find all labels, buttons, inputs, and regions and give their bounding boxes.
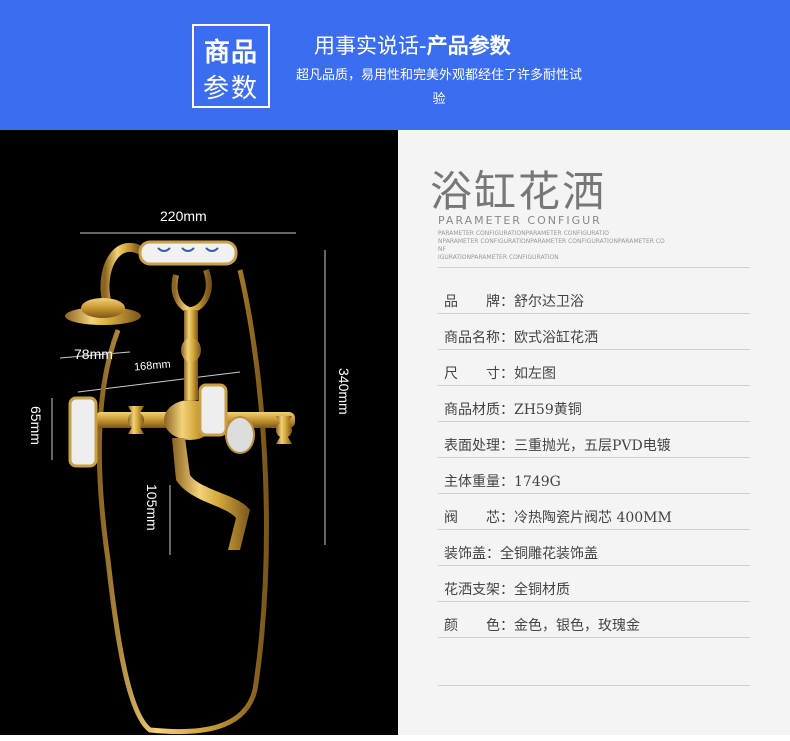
- dim-head: 78mm: [74, 346, 113, 362]
- section-badge: 商品 参数: [192, 24, 270, 108]
- left-handle-hub: [128, 412, 144, 428]
- ceramic-pattern: [157, 247, 219, 252]
- param-value: 冷热陶瓷片阀芯 400MM: [514, 510, 672, 526]
- dim-width: 220mm: [160, 208, 207, 224]
- param-row-finish: 表面处理：三重抛光，五层PVD电镀: [444, 435, 671, 455]
- param-value: 欧式浴缸花洒: [514, 330, 598, 346]
- param-value: 全铜材质: [514, 582, 570, 598]
- param-title: 浴缸花洒: [430, 167, 607, 216]
- param-row-color: 颜 色：金色，银色，玫瑰金: [444, 615, 640, 635]
- handset-neck: [100, 243, 143, 316]
- divider: [438, 685, 750, 686]
- param-value: 金色，银色，玫瑰金: [514, 618, 640, 634]
- param-value: 全铜雕花装饰盖: [500, 546, 598, 562]
- param-value: 舒尔达卫浴: [514, 294, 584, 310]
- param-row-name: 商品名称：欧式浴缸花洒: [444, 327, 598, 347]
- param-label: 品 牌：: [444, 294, 514, 310]
- param-row-weight: 主体重量：1749G: [444, 471, 561, 491]
- riser-knob: [181, 338, 201, 362]
- shower-head-top: [81, 298, 125, 318]
- param-label: 表面处理：: [444, 438, 514, 454]
- param-row-size: 尺 寸：如左图: [444, 363, 556, 383]
- param-small-text: PARAMETER CONFIGURATIONPARAMETER CONFIGU…: [438, 230, 665, 261]
- param-label: 主体重量：: [444, 474, 514, 490]
- divider: [438, 493, 750, 494]
- banner-title: 用事实说话-产品参数: [314, 30, 511, 60]
- param-label: 阀 芯：: [444, 510, 514, 526]
- param-label: 装饰盖：: [444, 546, 500, 562]
- banner-title-bold: 产品参数: [426, 34, 511, 58]
- param-row-valve: 阀 芯：冷热陶瓷片阀芯 400MM: [444, 507, 672, 527]
- banner-subtitle: 超凡品质，易用性和完美外观都经住了许多耐性试验: [295, 68, 582, 107]
- left-wall-flange: [68, 396, 98, 468]
- divider: [438, 349, 750, 350]
- divider: [438, 565, 750, 566]
- dim-handle: 65mm: [28, 406, 44, 445]
- param-label: 尺 寸：: [444, 366, 514, 382]
- shower-hose: [96, 269, 269, 735]
- badge-line-1: 商品: [203, 38, 258, 68]
- param-label: 商品材质：: [444, 402, 514, 418]
- crystal-handle: [225, 416, 255, 454]
- divider: [438, 529, 750, 530]
- divider: [438, 313, 750, 314]
- param-row-cover: 装饰盖：全铜雕花装饰盖: [444, 543, 598, 563]
- param-value: 如左图: [514, 366, 556, 382]
- param-subtitle-en: PARAMETER CONFIGUR: [438, 214, 602, 227]
- header-banner: 商品 参数 用事实说话-产品参数 超凡品质，易用性和完美外观都经住了许多耐性试验: [0, 0, 790, 130]
- param-value: ZH59黄铜: [514, 402, 582, 418]
- cradle: [171, 268, 212, 314]
- product-photo: 220mm 340mm 78mm 168mm 65mm 105mm: [0, 130, 398, 735]
- param-value: 1749G: [514, 474, 561, 490]
- ceramic-handle: [138, 240, 238, 266]
- divider: [438, 421, 750, 422]
- param-value: 三重抛光，五层PVD电镀: [514, 438, 671, 454]
- divider: [438, 267, 750, 268]
- param-label: 颜 色：: [444, 618, 514, 634]
- divider: [438, 457, 750, 458]
- param-row-material: 商品材质：ZH59黄铜: [444, 399, 582, 419]
- dim-spout: 105mm: [144, 484, 160, 531]
- banner-title-prefix: 用事实说话-: [314, 34, 427, 58]
- parameter-panel: 浴缸花洒 PARAMETER CONFIGUR PARAMETER CONFIG…: [398, 130, 790, 735]
- divider: [438, 601, 750, 602]
- param-label: 花洒支架：: [444, 582, 514, 598]
- badge-line-2: 参数: [202, 74, 259, 104]
- right-wall-flange: [198, 383, 228, 437]
- divider: [438, 385, 750, 386]
- dim-height: 340mm: [336, 368, 352, 415]
- right-handle-hub: [276, 422, 292, 438]
- param-label: 商品名称：: [444, 330, 514, 346]
- divider: [438, 637, 750, 638]
- tub-spout: [172, 438, 250, 550]
- faucet-illustration: [51, 232, 326, 735]
- param-row-brand: 品 牌：舒尔达卫浴: [444, 291, 584, 311]
- param-row-bracket: 花洒支架：全铜材质: [444, 579, 570, 599]
